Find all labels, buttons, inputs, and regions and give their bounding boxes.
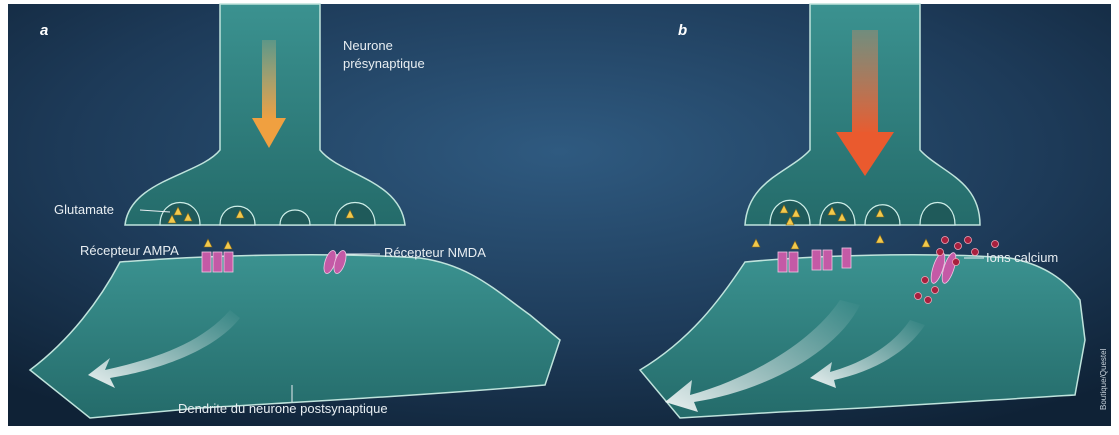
dendrite-label: Dendrite du neurone postsynaptique bbox=[178, 401, 388, 416]
presynaptic-label-line2: présynaptique bbox=[343, 56, 425, 71]
glutamate-label: Glutamate bbox=[54, 202, 114, 217]
ampa-label: Récepteur AMPA bbox=[80, 243, 179, 258]
ampa-receptor-a bbox=[202, 252, 233, 272]
panel-letter-a: a bbox=[40, 22, 48, 39]
image-credit: Boutique/Questel bbox=[1099, 348, 1108, 410]
panel-letter-b: b bbox=[678, 22, 687, 39]
presynaptic-label-line1: Neurone bbox=[343, 38, 393, 53]
calcium-label: Ions calcium bbox=[986, 250, 1058, 265]
nmda-label: Récepteur NMDA bbox=[384, 245, 486, 260]
